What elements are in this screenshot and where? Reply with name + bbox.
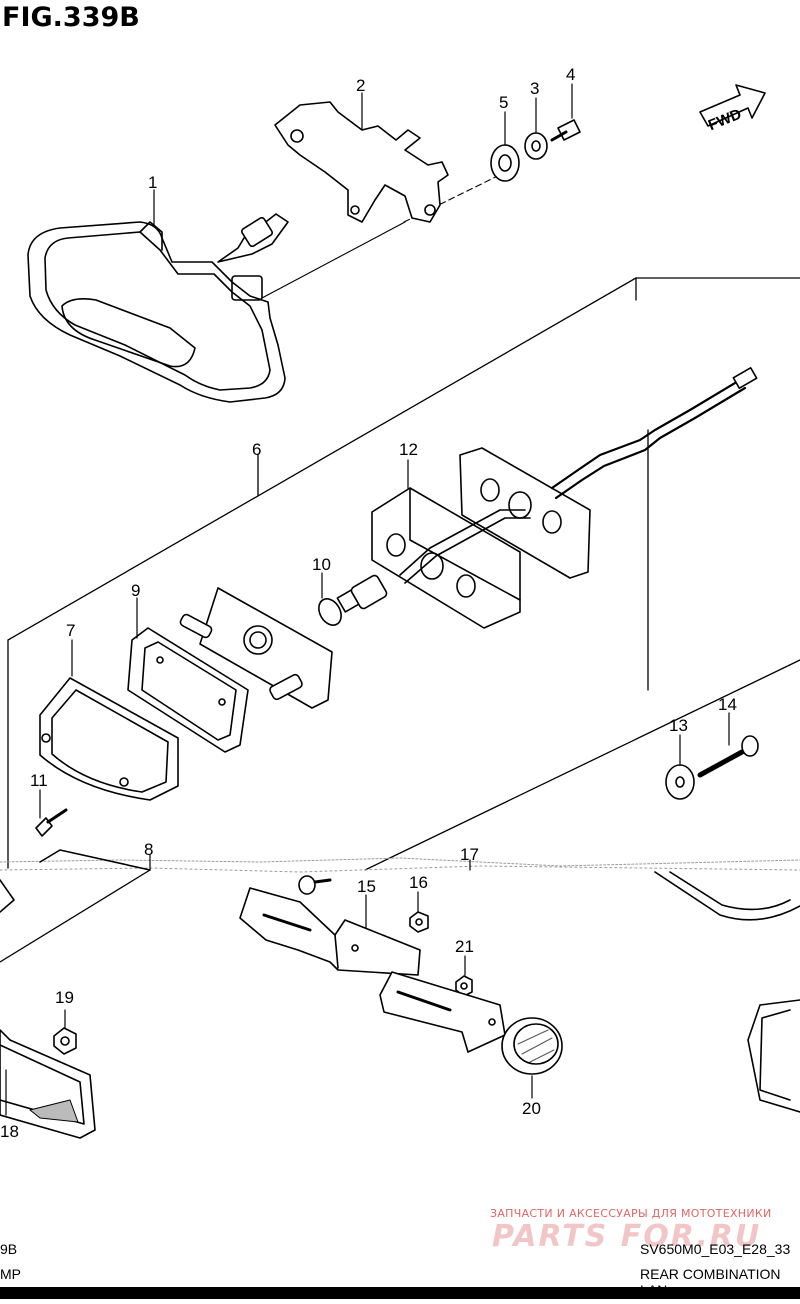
socket-plate [179,587,333,709]
reflector-left-edge [0,849,151,913]
scan-artifact [0,857,800,873]
callout-18: 18 [0,1122,19,1141]
callout-labels: 1 2 3 4 5 6 7 8 9 10 11 12 13 14 15 16 1… [0,65,737,1141]
callout-5: 5 [499,93,508,112]
bolt-14 [697,712,759,778]
nut-19 [53,1009,77,1055]
callout-19: 19 [55,988,74,1007]
callout-13: 13 [669,716,688,735]
screw-11 [35,789,68,837]
callout-14: 14 [718,695,737,714]
bolt-16 [298,875,332,895]
callout-6: 6 [252,440,261,459]
nut-16 [409,891,429,933]
bottom-border [0,1287,800,1299]
reflector-right-edge [469,859,800,921]
lamp-bracket [274,92,449,223]
reflector-bracket [379,971,506,1053]
callout-7: 7 [66,621,75,640]
callout-11: 11 [30,771,48,790]
bulb-10 [318,572,388,626]
figure-title: FIG.339B [2,2,140,33]
callout-4: 4 [566,65,575,84]
washer-3 [524,97,548,160]
callout-10: 10 [312,555,331,574]
callout-3: 3 [530,79,539,98]
side-reflector-right [747,999,800,1113]
license-bracket-15 [239,887,421,976]
gasket-9 [127,597,249,753]
callout-9: 9 [131,581,140,600]
callout-17: 17 [460,845,479,864]
screw-4 [550,83,581,142]
side-reflector-18 [0,1029,96,1139]
footer-model-code: SV650M0_E03_E28_33 [640,1241,791,1257]
callout-15: 15 [357,877,376,896]
footer-left-name: MP [0,1266,21,1282]
forward-arrow-icon: FWD [699,84,766,134]
nut-21 [455,955,473,997]
watermark-logo: PARTS FOR.RU [492,1219,762,1254]
washer-13 [665,734,695,800]
assembly-frame [0,277,800,963]
callout-8: 8 [144,840,153,859]
callout-20: 20 [522,1099,541,1118]
license-lamp-lens-7 [39,639,179,801]
lamp-holder-12 [371,459,521,629]
reflector-20 [501,1017,563,1099]
tail-lamp-housing [27,164,521,403]
footer-left-code: 9B [0,1241,18,1257]
wiring-harness [399,367,758,584]
callout-1: 1 [148,173,157,192]
grommet-5 [490,111,520,182]
watermark-tagline: ЗАПЧАСТИ И АКСЕССУАРЫ ДЛЯ МОТОТЕХНИКИ [490,1207,772,1220]
callout-21: 21 [455,937,474,956]
callout-16: 16 [409,873,428,892]
callout-12: 12 [399,440,418,459]
callout-2: 2 [356,76,365,95]
